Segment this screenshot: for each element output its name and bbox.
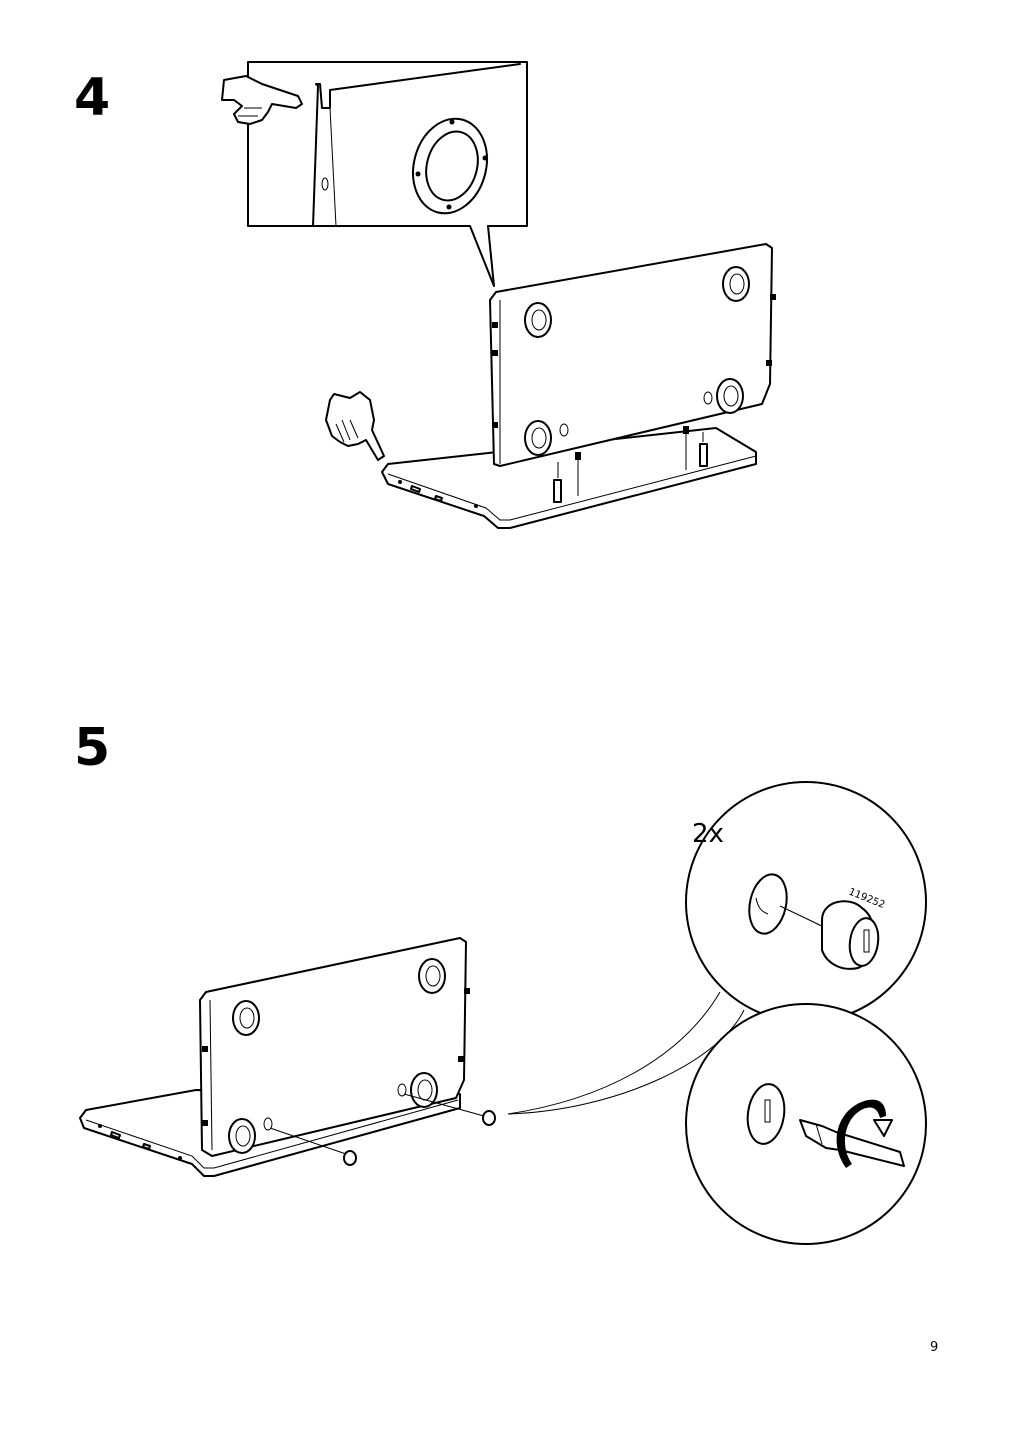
cam-lock-hole (418, 958, 446, 994)
step-4-number: 4 (74, 68, 111, 128)
page-number: 9 (930, 1340, 939, 1355)
detail-callout-box (247, 61, 528, 287)
cam-lock-hole (524, 420, 552, 456)
pointing-hand-icon (221, 75, 303, 125)
side-panel (199, 937, 470, 1157)
cam-lock-icon (821, 900, 880, 970)
holding-hand-icon (325, 391, 385, 461)
cam-lock-hole (232, 1000, 260, 1036)
cam-lock-icon (412, 117, 488, 215)
rotate-arrow-icon (836, 1099, 893, 1168)
side-panel (489, 243, 776, 467)
cam-lock-hole (228, 1118, 256, 1154)
cam-lock-hole (748, 873, 788, 935)
detail-circle-cam-lock (685, 781, 927, 1023)
cam-lock-icon (746, 1083, 786, 1145)
step-5-number: 5 (74, 718, 111, 778)
detail-circle-tighten (685, 1003, 927, 1245)
dowel-icon (553, 426, 708, 503)
cam-lock-hole (716, 378, 744, 414)
screwdriver-icon (799, 1119, 905, 1167)
cam-lock-icon (269, 1093, 496, 1166)
cam-lock-hole (722, 266, 750, 302)
quantity-label: 2x (692, 819, 724, 849)
step-4-illustration (221, 61, 776, 529)
step-5-illustration: 2x 119252 (79, 781, 927, 1245)
cam-lock-hole (524, 302, 552, 338)
